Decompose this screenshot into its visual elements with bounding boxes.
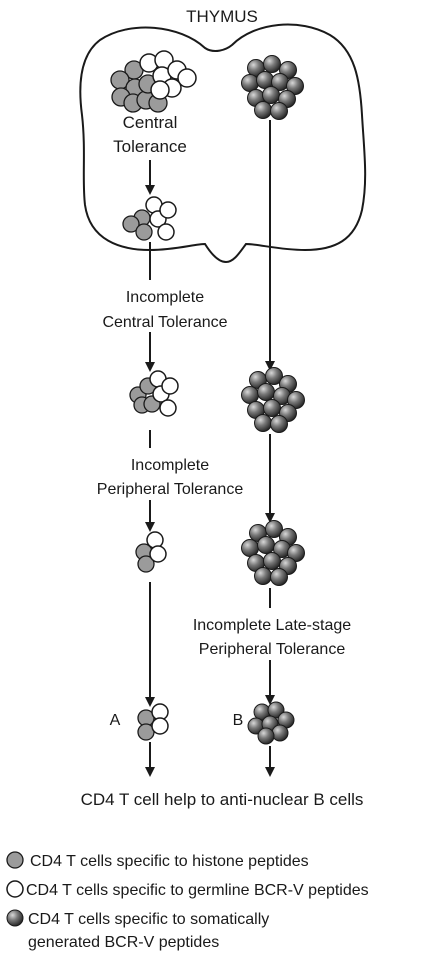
thymus-mixed-cell-cluster	[110, 50, 197, 113]
legend-item-somatic-line2: generated BCR-V peptides	[28, 934, 219, 951]
cluster-b	[247, 701, 295, 745]
post-central-mixed-cell-cluster	[122, 196, 177, 241]
central-tolerance-label-line2: Tolerance	[113, 137, 187, 156]
cluster-a	[137, 703, 169, 741]
legend-item-germline: CD4 T cells specific to germline BCR-V p…	[26, 882, 369, 899]
gray-cell-icon	[6, 851, 24, 869]
incomplete-late-label-line2: Peripheral Tolerance	[199, 641, 346, 658]
legend: CD4 T cells specific to histone peptides…	[6, 851, 369, 951]
legend-item-histone: CD4 T cells specific to histone peptides	[30, 853, 309, 870]
post-incomplete-peripheral-cell-cluster	[135, 531, 167, 573]
incomplete-peripheral-label-line2: Peripheral Tolerance	[97, 481, 244, 498]
thymus-title: THYMUS	[186, 7, 258, 26]
outcome-label: CD4 T cell help to anti-nuclear B cells	[81, 790, 364, 809]
somatic-cell-cluster-2	[241, 367, 305, 433]
white-cell-icon	[6, 880, 24, 898]
incomplete-central-label-line2: Central Tolerance	[102, 314, 227, 331]
central-tolerance-label-line1: Central	[123, 113, 178, 132]
post-incomplete-central-cell-cluster	[129, 370, 179, 417]
thymus-somatic-cell-cluster	[241, 55, 304, 120]
thymus-outline	[79, 23, 367, 264]
somatic-cell-cluster-3	[241, 520, 305, 586]
legend-item-somatic-line1: CD4 T cells specific to somatically	[28, 911, 269, 928]
path-b-label: B	[233, 712, 244, 729]
incomplete-central-label-line1: Incomplete	[126, 289, 204, 306]
incomplete-peripheral-label-line1: Incomplete	[131, 457, 209, 474]
incomplete-late-label-line1: Incomplete Late-stage	[193, 617, 351, 634]
path-a-label: A	[110, 712, 121, 729]
dark-sphere-cell-icon	[6, 909, 24, 927]
